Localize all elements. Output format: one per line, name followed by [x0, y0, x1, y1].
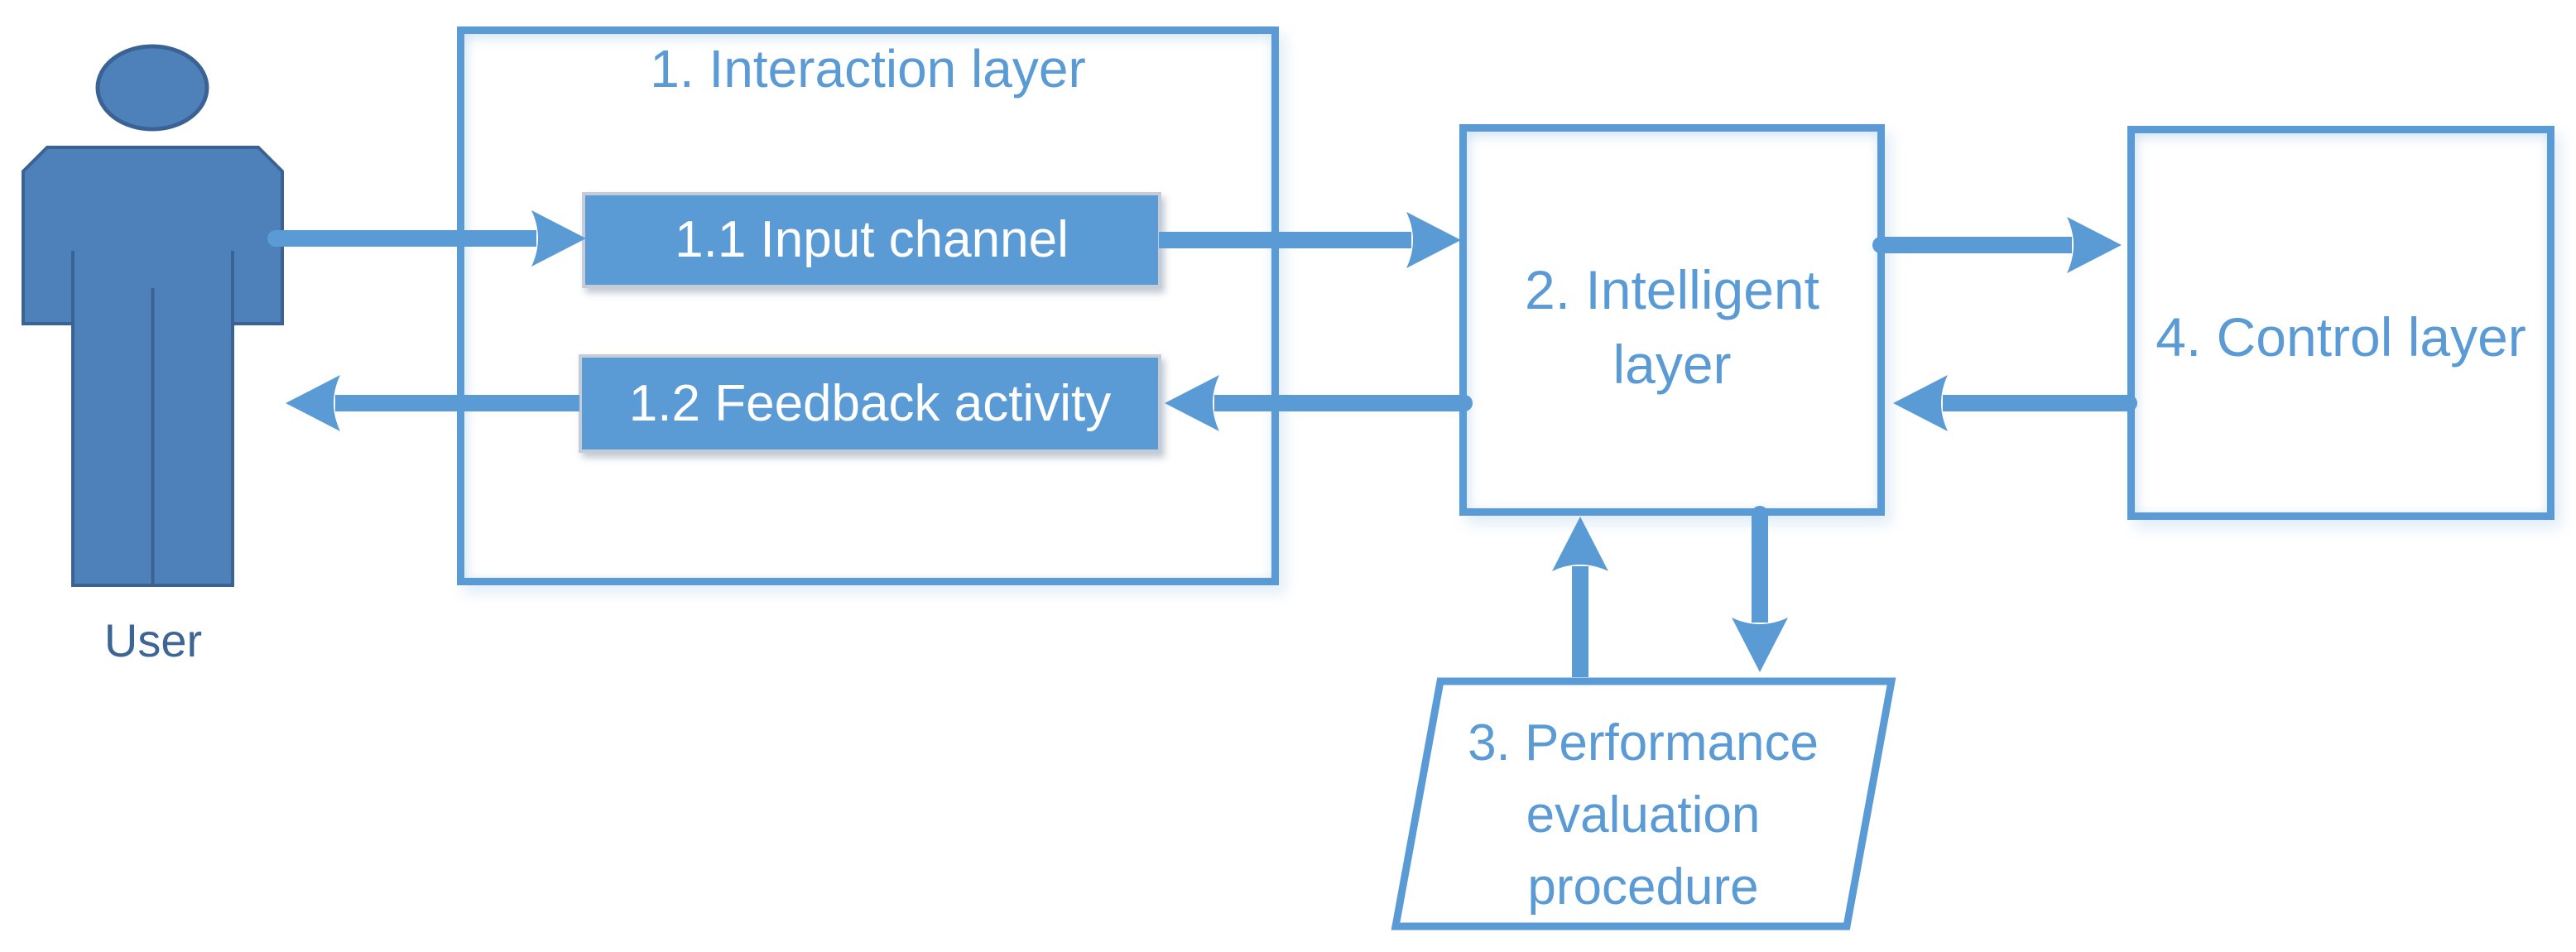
performance-title-line3: procedure — [1527, 858, 1759, 916]
control-layer-title-text: 4. Control layer — [2155, 306, 2526, 368]
performance-title-line1: 3. Performance — [1468, 714, 1819, 772]
intelligent-layer-box — [1459, 124, 1885, 516]
user-head-icon — [95, 44, 209, 132]
performance-title-line2: evaluation — [1526, 786, 1761, 844]
intelligent-layer-title: 2. Intelligent layer — [1459, 124, 1885, 516]
intelligent-layer-title-line1: 2. Intelligent — [1525, 258, 1819, 320]
control-layer-title: 4. Control layer — [2127, 126, 2554, 520]
feedback-activity-label: 1.2 Feedback activity — [628, 374, 1112, 432]
performance-parallelogram — [1391, 677, 1896, 930]
interaction-layer-title: 1. Interaction layer — [650, 39, 1086, 99]
input-channel-box: 1.1 Input channel — [582, 192, 1161, 288]
performance-procedure-title: 3. Performance evaluation procedure — [1395, 707, 1891, 923]
user-label: User — [103, 614, 203, 666]
intelligent-layer-title-line2: layer — [1612, 333, 1732, 395]
feedback-activity-box: 1.2 Feedback activity — [579, 354, 1161, 453]
control-layer-box — [2127, 126, 2554, 520]
input-channel-label: 1.1 Input channel — [675, 211, 1069, 268]
user-figure-icon — [22, 44, 284, 587]
interaction-layer-box — [457, 26, 1279, 585]
